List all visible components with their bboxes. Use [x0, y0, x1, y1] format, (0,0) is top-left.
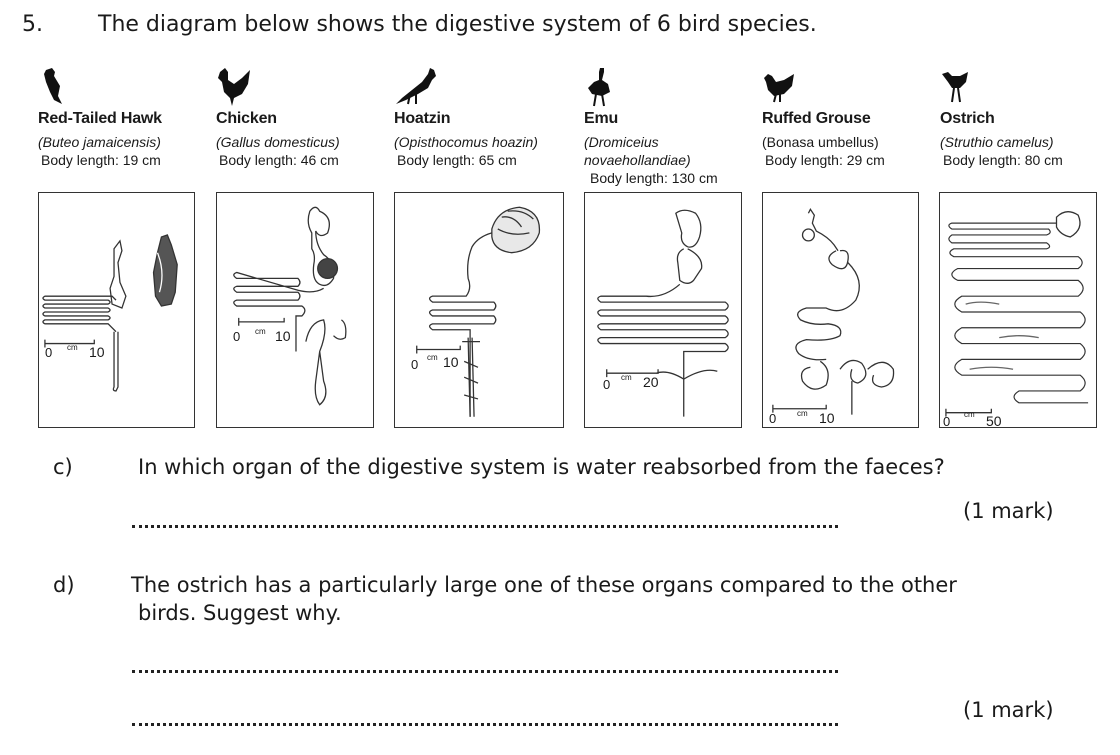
- scale-label: 10: [89, 344, 105, 360]
- scale-label: 10: [819, 410, 835, 426]
- part-c-answer-line[interactable]: [132, 525, 838, 528]
- part-c-letter: c): [53, 455, 73, 479]
- scale-unit: cm: [427, 353, 438, 362]
- species-scientific-name-line1: (Dromiceius: [584, 134, 659, 150]
- part-d-answer-line-1[interactable]: [132, 670, 838, 673]
- species-name: Chicken: [216, 110, 277, 127]
- digestive-diagram-ostrich: 0 cm 50: [939, 192, 1097, 429]
- species-body-length: Body length: 130 cm: [590, 170, 718, 186]
- digestive-diagram-grouse: 0 cm 10: [762, 192, 919, 428]
- hawk-silhouette-icon: [44, 68, 62, 104]
- species-body-length: Body length: 80 cm: [943, 152, 1063, 168]
- digestive-diagram-hawk: 0 cm 10: [38, 192, 195, 428]
- species-name: Ruffed Grouse: [762, 110, 871, 127]
- species-name: Ostrich: [940, 110, 995, 127]
- scale-zero: 0: [943, 414, 951, 429]
- species-emu: Emu (Dromiceius novaehollandiae) Body le…: [584, 66, 759, 187]
- species-body-length: Body length: 46 cm: [219, 152, 339, 168]
- scale-zero: 0: [411, 357, 419, 372]
- chicken-silhouette-icon: [218, 68, 250, 106]
- hoatzin-silhouette-icon: [396, 68, 436, 105]
- scale-unit: cm: [67, 343, 78, 352]
- species-scientific-name-line2: novaehollandiae): [584, 152, 691, 168]
- digestive-diagram-chicken: 0 cm 10: [216, 192, 374, 428]
- ostrich-silhouette-icon: [942, 72, 968, 103]
- part-d-letter: d): [53, 573, 75, 597]
- species-scientific-name: (Bonasa umbellus): [762, 134, 879, 150]
- scale-unit: cm: [621, 373, 632, 382]
- species-body-length: Body length: 65 cm: [397, 152, 517, 168]
- species-scientific-name: (Buteo jamaicensis): [38, 134, 161, 150]
- scale-label: 20: [643, 374, 659, 390]
- part-c-question: In which organ of the digestive system i…: [138, 455, 945, 479]
- part-d-marks: (1 mark): [963, 698, 1054, 722]
- digestive-diagram-emu: 0 cm 20: [584, 192, 742, 428]
- question-number: 5.: [22, 12, 43, 37]
- scale-unit: cm: [964, 410, 975, 419]
- scale-zero: 0: [769, 411, 777, 426]
- scale-zero: 0: [45, 345, 53, 360]
- question-intro: The diagram below shows the digestive sy…: [98, 12, 817, 37]
- digestive-diagram-hoatzin: 0 cm 10: [394, 192, 564, 428]
- species-body-length: Body length: 19 cm: [41, 152, 161, 168]
- species-grouse: Ruffed Grouse (Bonasa umbellus) Body len…: [762, 66, 937, 169]
- part-d-answer-line-2[interactable]: [132, 723, 838, 726]
- species-name: Red-Tailed Hawk: [38, 110, 162, 127]
- species-chicken: Chicken (Gallus domesticus) Body length:…: [216, 66, 391, 169]
- species-scientific-name: (Gallus domesticus): [216, 134, 340, 150]
- grouse-silhouette-icon: [764, 74, 794, 103]
- species-scientific-name: (Struthio camelus): [940, 134, 1054, 150]
- emu-silhouette-icon: [588, 68, 610, 107]
- species-hawk: Red-Tailed Hawk (Buteo jamaicensis) Body…: [38, 66, 213, 169]
- scale-label: 10: [275, 328, 291, 344]
- scale-unit: cm: [255, 327, 266, 336]
- scale-zero: 0: [603, 377, 611, 392]
- species-body-length: Body length: 29 cm: [765, 152, 885, 168]
- species-hoatzin: Hoatzin (Opisthocomus hoazin) Body lengt…: [394, 66, 569, 169]
- scale-zero: 0: [233, 329, 241, 344]
- part-d-question-line2: birds. Suggest why.: [138, 601, 342, 625]
- species-name: Hoatzin: [394, 110, 451, 127]
- species-name: Emu: [584, 110, 619, 127]
- scale-label: 50: [986, 413, 1002, 429]
- species-ostrich: Ostrich (Struthio camelus) Body length: …: [940, 66, 1115, 169]
- part-d-question-line1: The ostrich has a particularly large one…: [131, 573, 957, 597]
- part-c-marks: (1 mark): [963, 499, 1054, 523]
- scale-label: 10: [443, 354, 459, 370]
- species-scientific-name: (Opisthocomus hoazin): [394, 134, 538, 150]
- scale-unit: cm: [797, 409, 808, 418]
